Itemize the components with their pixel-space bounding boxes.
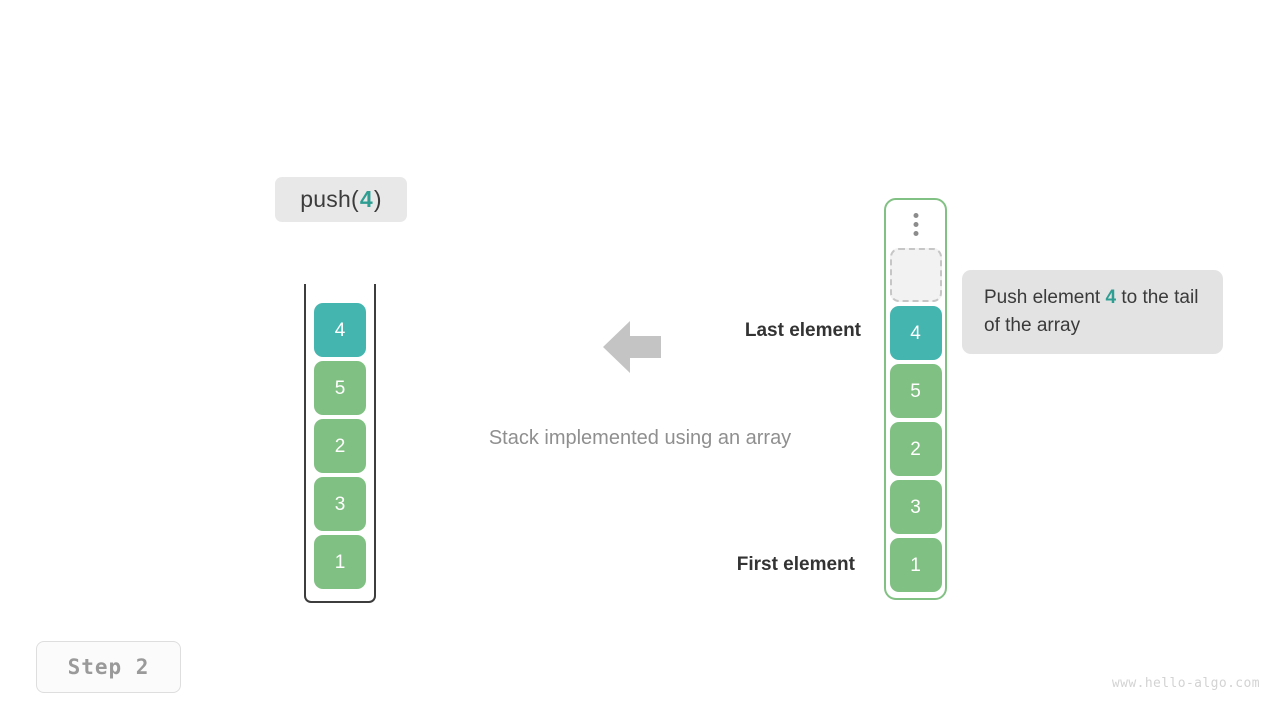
ellipsis-dot — [913, 213, 918, 218]
last-element-label: Last element — [744, 320, 861, 341]
array-cell: 5 — [889, 364, 942, 418]
tooltip-highlight-value: 4 — [1105, 287, 1117, 308]
stack-cell: 4 — [314, 303, 366, 357]
stack-frame-outline — [304, 284, 376, 603]
stack-cell: 1 — [314, 535, 366, 589]
vertical-ellipsis-icon — [913, 213, 918, 236]
stack-cell-value: 1 — [334, 551, 346, 573]
watermark: www.hello-algo.com — [1111, 676, 1260, 691]
tooltip-text-before: Push element — [984, 287, 1106, 308]
stack-cell-value: 3 — [334, 493, 346, 515]
array-cell-value: 5 — [910, 380, 921, 402]
stack-cell-value: 5 — [334, 377, 346, 399]
operation-call-argument: 4 — [359, 186, 373, 212]
stack-cell-list: 4 5 2 3 1 — [314, 303, 366, 589]
operation-call-prefix: push( — [300, 186, 359, 212]
array-empty-slot — [889, 248, 942, 302]
array-container: 4 5 2 3 1 — [884, 198, 947, 600]
diagram-caption: Stack implemented using an array — [488, 427, 792, 449]
stack-cell-value: 4 — [334, 319, 346, 341]
array-cell-value: 2 — [910, 438, 921, 460]
array-cell: 1 — [889, 538, 942, 592]
first-element-label: First element — [736, 554, 855, 575]
array-cell: 4 — [889, 306, 942, 360]
stack-cell: 5 — [314, 361, 366, 415]
array-cell-value: 1 — [910, 554, 921, 576]
stack-cell: 2 — [314, 419, 366, 473]
ellipsis-dot — [913, 222, 918, 227]
operation-call-suffix: ) — [373, 186, 382, 212]
array-cell-value: 3 — [910, 496, 921, 518]
tooltip-text-after: to the tail of the array — [984, 287, 1199, 336]
operation-call-badge: push(4) — [275, 177, 407, 222]
array-cell: 2 — [889, 422, 942, 476]
arrow-left-icon — [603, 319, 661, 375]
operation-tooltip: Push element 4 to the tail of the array — [962, 270, 1223, 354]
array-cell-value: 4 — [910, 322, 921, 344]
step-badge: Step 2 — [36, 641, 181, 693]
stack-cell: 3 — [314, 477, 366, 531]
stack-cell-value: 2 — [334, 435, 346, 457]
stack-container: 4 5 2 3 1 — [304, 284, 376, 603]
array-cell: 3 — [889, 480, 942, 534]
ellipsis-dot — [913, 231, 918, 236]
array-cell-list: 4 5 2 3 1 — [889, 248, 942, 592]
